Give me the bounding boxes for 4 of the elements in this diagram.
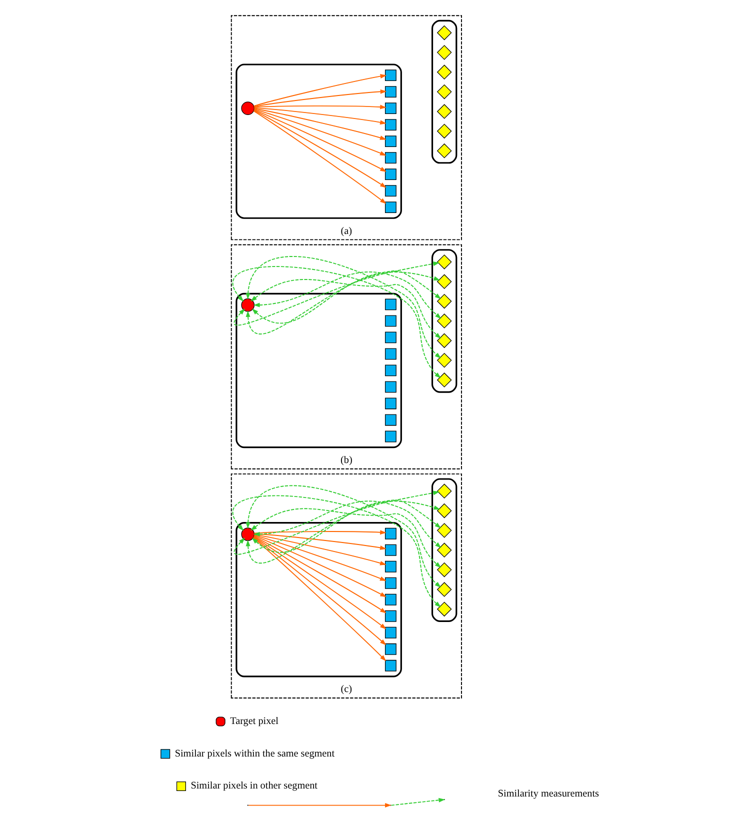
legend-label: Target pixel [230,716,278,727]
legend-label: Similar pixels within the same segment [174,748,335,760]
legend-label: Similar pixels in other segment [190,780,318,792]
legend-label: Similarity measurements [498,788,599,800]
